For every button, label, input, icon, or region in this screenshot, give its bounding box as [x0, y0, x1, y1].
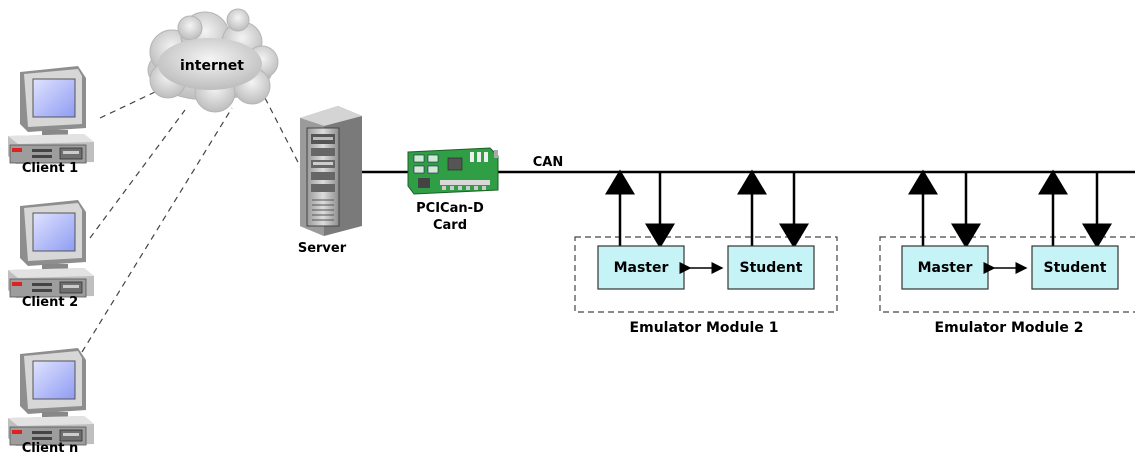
desktop-computer-icon [7, 65, 95, 165]
link-clientn-internet [81, 107, 233, 353]
card-label-line2: Card [433, 218, 467, 233]
can-label: CAN [533, 155, 563, 170]
server-tower-icon [300, 106, 362, 236]
student-box-2 [1031, 245, 1119, 290]
card-label-line1: PCICan-D [416, 201, 484, 216]
network-links [81, 91, 303, 353]
client-n-label: Client n [22, 441, 79, 453]
student-box-1 [727, 245, 815, 290]
client-2 [7, 199, 95, 299]
module-1-frame [574, 236, 838, 313]
client-2-label: Client 2 [22, 295, 78, 310]
cloud-icon: internet [147, 8, 279, 113]
module-2-label: Emulator Module 2 [935, 320, 1084, 336]
client-1 [7, 65, 95, 165]
link-client2-internet [89, 109, 186, 239]
student-box-2-label: Student [1044, 260, 1107, 276]
emulator-module-1: Master Student [574, 169, 838, 313]
desktop-computer-icon [7, 199, 95, 299]
client-n [7, 347, 95, 447]
desktop-computer-icon [7, 347, 95, 447]
master-box-2 [901, 245, 989, 290]
pci-card-icon [407, 147, 499, 195]
server-label: Server [298, 241, 347, 256]
master-box-1-label: Master [614, 260, 669, 276]
emulator-module-2: Master Student [879, 169, 1135, 313]
student-box-1-label: Student [740, 260, 803, 276]
link-client1-internet [99, 91, 156, 119]
internet-label: internet [180, 58, 244, 74]
client-1-label: Client 1 [22, 161, 78, 176]
module-1-label: Emulator Module 1 [630, 320, 779, 336]
module-2-frame [879, 236, 1135, 313]
master-box-2-label: Master [918, 260, 973, 276]
link-internet-server [264, 97, 303, 171]
master-box-1 [597, 245, 685, 290]
